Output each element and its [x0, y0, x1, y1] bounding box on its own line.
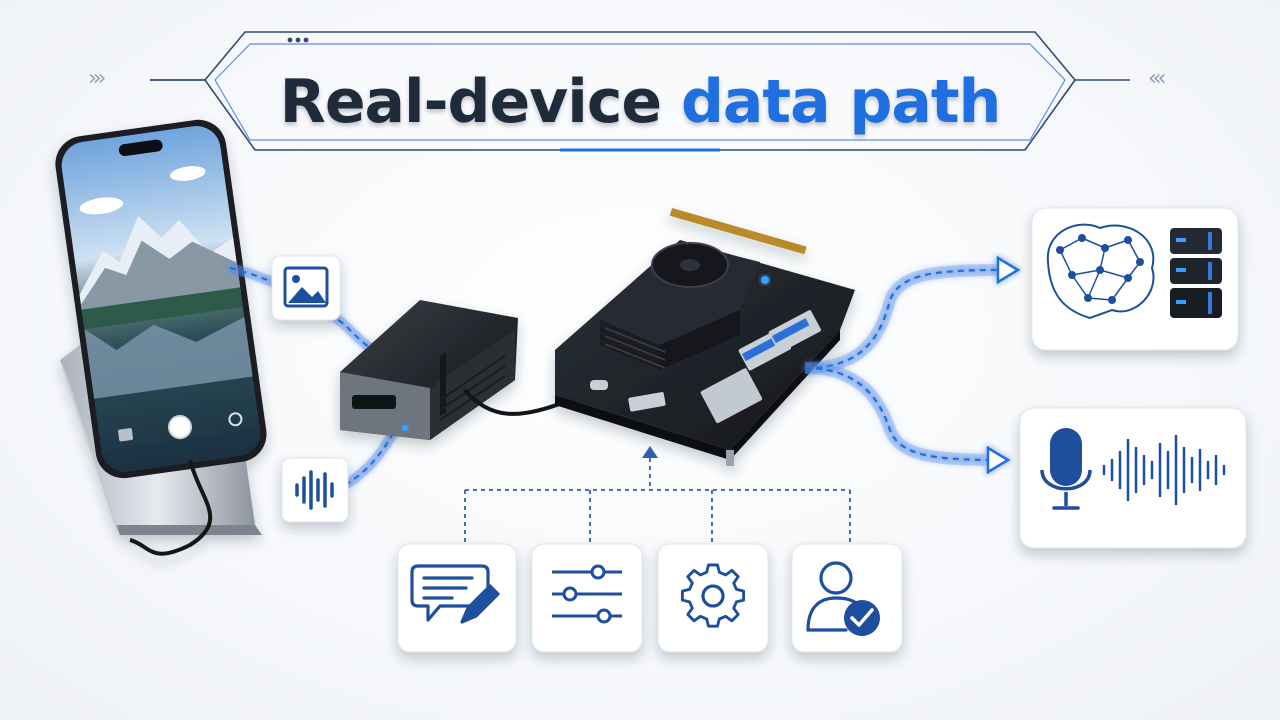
- control-arrow-up: [642, 446, 658, 458]
- image-icon: [283, 266, 329, 308]
- image-input-tile: [271, 255, 341, 321]
- neural-network-icon: [1046, 223, 1155, 320]
- output-flow-lines: [804, 255, 1021, 475]
- control-tile-settings[interactable]: [657, 543, 769, 653]
- left-chevrons: ›››: [88, 66, 107, 91]
- server-stack-icon: [1170, 228, 1222, 318]
- user-check-icon: [806, 561, 880, 636]
- audio-waveform-icon: [295, 470, 334, 510]
- page-title: Real-device data path: [279, 67, 1002, 137]
- audio-input-tile: [281, 457, 349, 523]
- control-tile-sliders[interactable]: [531, 543, 643, 653]
- right-chevrons: ‹‹‹: [1148, 66, 1167, 91]
- smartphone-on-stand: [55, 119, 267, 556]
- title-part-dark: Real-device: [279, 67, 662, 137]
- voice-waveform-icon: [1102, 434, 1226, 506]
- gear-icon: [680, 563, 746, 628]
- voice-output-tile: [1019, 407, 1247, 549]
- control-tile-chat-edit[interactable]: [397, 543, 517, 653]
- usb-ports: [738, 310, 821, 371]
- title-frame: [150, 31, 1130, 152]
- title-container: Real-device data path: [235, 52, 1045, 152]
- single-board-computer: [555, 208, 855, 466]
- chat-edit-icon: [410, 564, 500, 624]
- control-connector-tree: [464, 458, 851, 548]
- control-tile-user-check[interactable]: [791, 543, 903, 653]
- ai-output-tile: [1031, 207, 1239, 351]
- sliders-icon: [552, 564, 622, 624]
- microphone-icon: [1040, 428, 1092, 510]
- hdmi-capture-dongle: [340, 300, 518, 440]
- usb-cable: [463, 388, 571, 416]
- title-part-accent: data path: [680, 67, 1001, 137]
